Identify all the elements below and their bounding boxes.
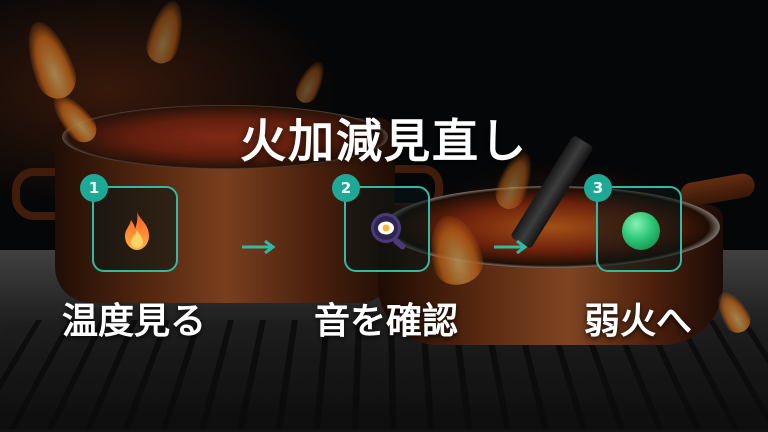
fire-icon — [125, 212, 149, 250]
step-label: 弱火へ — [583, 301, 692, 342]
page-title: 火加減見直し — [240, 114, 528, 168]
frying-pan-egg-icon — [371, 213, 406, 250]
step-2: 2 音を確認 — [286, 174, 486, 346]
step-1: 1 温度見る — [34, 174, 234, 346]
step-number-badge: 3 — [584, 174, 612, 202]
step-card — [92, 186, 178, 272]
step-number-badge: 2 — [332, 174, 360, 202]
step-label: 音を確認 — [313, 301, 458, 342]
green-circle-icon — [622, 212, 660, 250]
arrow-right-icon — [242, 240, 276, 254]
step-card — [344, 186, 430, 272]
step-label: 温度見る — [61, 301, 206, 342]
step-card — [596, 186, 682, 272]
arrow-right-icon — [494, 240, 528, 254]
step-3: 3 弱火へ — [538, 174, 738, 346]
step-number-badge: 1 — [80, 174, 108, 202]
